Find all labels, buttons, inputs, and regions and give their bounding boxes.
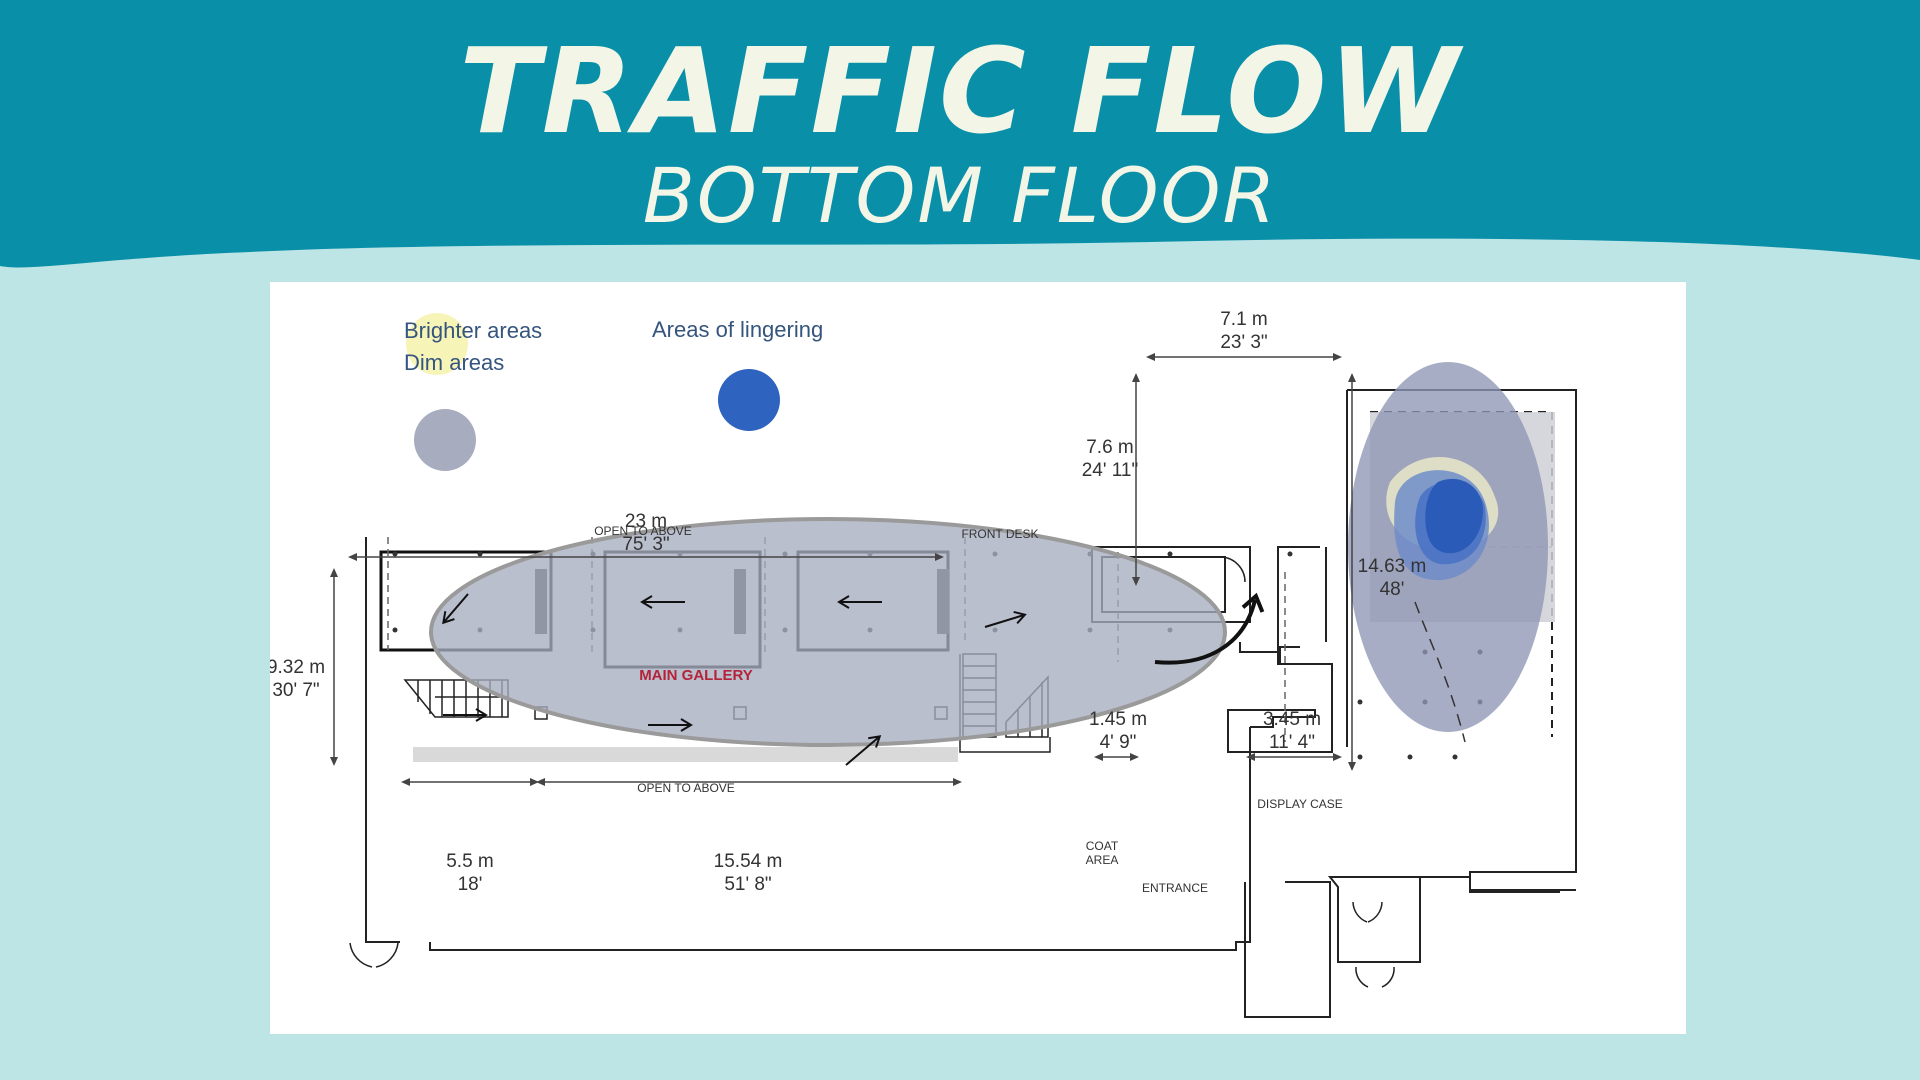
dim-932-m: 9.32 m bbox=[270, 657, 325, 678]
lingering-blob-core bbox=[1425, 478, 1484, 554]
legend-linger-label: Areas of lingering bbox=[652, 317, 824, 342]
header-wave-shape bbox=[0, 0, 1920, 268]
front-desk-label: FRONT DESK bbox=[961, 527, 1038, 541]
dim-1554-ft: 51' 8" bbox=[724, 874, 771, 895]
dim-23-m: 23 m bbox=[625, 511, 667, 532]
dim-345-m: 3.45 m bbox=[1263, 709, 1321, 730]
page-title: TRAFFIC FLOW bbox=[459, 22, 1461, 160]
dimension-lines bbox=[330, 353, 1356, 786]
legend-dim-swatch bbox=[414, 409, 476, 471]
front-door bbox=[349, 556, 1395, 988]
entrance-label: ENTRANCE bbox=[1142, 881, 1208, 895]
coat-area-label-line2: AREA bbox=[1086, 853, 1119, 867]
dashed-path bbox=[1414, 601, 1466, 743]
page-subtitle: BOTTOM FLOOR bbox=[642, 151, 1278, 240]
open-to-above-top-label: OPEN TO ABOVE bbox=[594, 524, 692, 538]
dim-76-m: 7.6 m bbox=[1086, 437, 1134, 458]
floor-plan-card: 23 m 75' 3" 9.32 m 30' 7" 5.5 m 18' 15.5… bbox=[270, 282, 1686, 1034]
flow-arrow-big bbox=[1154, 592, 1265, 665]
header-banner: TRAFFIC FLOW BOTTOM FLOOR bbox=[0, 0, 1920, 280]
dim-55-m: 5.5 m bbox=[446, 851, 494, 872]
dim-76-ft: 24' 11" bbox=[1082, 460, 1139, 481]
dim-932-ft: 30' 7" bbox=[272, 680, 319, 701]
legend-bright-label: Brighter areas bbox=[404, 318, 543, 343]
dim-1463-m: 14.63 m bbox=[1358, 556, 1427, 577]
open-to-above-bottom-label: OPEN TO ABOVE bbox=[637, 781, 735, 795]
dim-145-ft: 4' 9" bbox=[1100, 732, 1137, 753]
display-case-label: DISPLAY CASE bbox=[1257, 797, 1343, 811]
dim-55-ft: 18' bbox=[458, 874, 483, 895]
dim-1554-m: 15.54 m bbox=[714, 851, 783, 872]
legend-linger-swatch bbox=[718, 369, 780, 431]
dim-23-ft: 75' 3" bbox=[622, 534, 669, 555]
display-case-strip bbox=[413, 747, 958, 762]
dim-71-ft: 23' 3" bbox=[1220, 332, 1267, 353]
dim-345-ft: 11' 4" bbox=[1269, 732, 1315, 753]
floor-plan-diagram: 23 m 75' 3" 9.32 m 30' 7" 5.5 m 18' 15.5… bbox=[270, 309, 1577, 1018]
main-gallery-dim-area bbox=[429, 517, 1227, 747]
legend-dim-label: Dim areas bbox=[404, 350, 505, 375]
dim-1463-ft: 48' bbox=[1380, 579, 1405, 600]
coat-area-label-line1: COAT bbox=[1086, 839, 1119, 853]
dim-145-m: 1.45 m bbox=[1089, 709, 1147, 730]
dim-71-m: 7.1 m bbox=[1220, 309, 1268, 330]
flow-arrows bbox=[442, 593, 1027, 766]
legend-bright-swatch bbox=[406, 313, 468, 375]
main-gallery-label: MAIN GALLERY bbox=[639, 667, 753, 684]
